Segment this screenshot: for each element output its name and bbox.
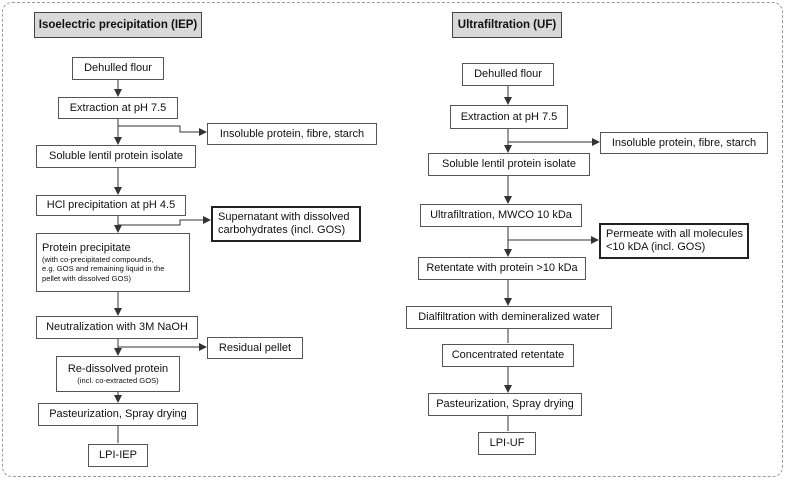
iep-step-extraction: Extraction at pH 7.5 <box>58 97 178 119</box>
uf-side-permeate-line: <10 kDA (incl. GOS) <box>606 241 706 253</box>
iep-step-precipitate-note: e.g. GOS and remaining liquid in the <box>42 264 165 274</box>
iep-step-pasteurization: Pasteurization, Spray drying <box>38 403 198 426</box>
iep-side-insoluble-label: Insoluble protein, fibre, starch <box>219 127 365 140</box>
iep-step-soluble-label: Soluble lentil protein isolate <box>49 150 183 162</box>
uf-step-flour-label: Dehulled flour <box>474 68 542 80</box>
iep-side-supernatant-line: carbohydrates (incl. GOS) <box>218 224 346 236</box>
uf-side-insoluble: Insoluble protein, fibre, starch <box>600 132 768 154</box>
iep-step-hcl: HCl precipitation at pH 4.5 <box>36 195 186 216</box>
uf-header-label: Ultrafiltration (UF) <box>457 19 557 31</box>
iep-step-precipitate-note: pellet with dissolved GOS) <box>42 273 132 283</box>
uf-side-insoluble-label: Insoluble protein, fibre, starch <box>611 136 757 149</box>
uf-step-concentrated: Concentrated retentate <box>442 344 574 367</box>
uf-step-flour: Dehulled flour <box>462 63 554 86</box>
uf-step-ultrafiltration: Ultrafiltration, MWCO 10 kDa <box>420 204 582 227</box>
uf-side-permeate: Permeate with all molecules <10 kDA (inc… <box>599 223 749 259</box>
uf-step-extraction: Extraction at pH 7.5 <box>450 105 568 129</box>
uf-product-label: LPI-UF <box>489 437 525 449</box>
iep-product: LPI-IEP <box>88 444 148 467</box>
iep-step-precipitate-title: Protein precipitate <box>42 241 131 254</box>
iep-step-redissolved: Re-dissolved protein (incl. co-extracted… <box>56 356 180 392</box>
uf-step-dialfiltration: Dialfiltration with demineralized water <box>406 306 612 329</box>
diagram-frame <box>2 2 783 477</box>
uf-step-pasteurization: Pasteurization, Spray drying <box>428 393 582 416</box>
iep-header-label: Isoelectric precipitation (IEP) <box>38 19 198 31</box>
iep-step-precipitate: Protein precipitate (with co-precipitate… <box>36 233 190 292</box>
uf-side-permeate-line: Permeate with all molecules <box>606 228 743 240</box>
iep-step-hcl-label: HCl precipitation at pH 4.5 <box>46 199 176 211</box>
iep-side-residual-label: Residual pellet <box>218 341 292 354</box>
iep-product-label: LPI-IEP <box>99 449 137 461</box>
uf-step-soluble: Soluble lentil protein isolate <box>428 153 590 176</box>
uf-step-extraction-label: Extraction at pH 7.5 <box>460 110 558 123</box>
uf-step-pasteurization-label: Pasteurization, Spray drying <box>436 398 574 410</box>
iep-step-extraction-label: Extraction at pH 7.5 <box>69 101 167 114</box>
iep-side-insoluble: Insoluble protein, fibre, starch <box>207 123 377 145</box>
iep-step-precipitate-note: (with co-precipitated compounds, <box>42 254 154 264</box>
uf-step-ultrafiltration-label: Ultrafiltration, MWCO 10 kDa <box>430 209 572 221</box>
iep-side-residual: Residual pellet <box>207 337 303 359</box>
iep-step-neutralization: Neutralization with 3M NaOH <box>36 316 198 339</box>
uf-header: Ultrafiltration (UF) <box>452 12 562 38</box>
uf-step-concentrated-label: Concentrated retentate <box>451 349 565 361</box>
uf-step-retentate-label: Retentate with protein >10 kDa <box>426 262 578 274</box>
iep-step-redissolved-title: Re-dissolved protein <box>67 362 169 375</box>
uf-step-dialfiltration-label: Dialfiltration with demineralized water <box>418 311 600 323</box>
iep-step-redissolved-note: (incl. co-extracted GOS) <box>77 375 159 385</box>
iep-step-flour: Dehulled flour <box>72 57 164 80</box>
iep-header: Isoelectric precipitation (IEP) <box>34 12 202 38</box>
iep-side-supernatant-line: Supernatant with dissolved <box>218 211 350 223</box>
uf-product: LPI-UF <box>478 432 536 455</box>
uf-step-soluble-label: Soluble lentil protein isolate <box>442 158 576 170</box>
iep-step-pasteurization-label: Pasteurization, Spray drying <box>49 408 187 420</box>
iep-step-flour-label: Dehulled flour <box>84 62 152 74</box>
iep-side-supernatant: Supernatant with dissolved carbohydrates… <box>211 206 361 242</box>
iep-step-soluble: Soluble lentil protein isolate <box>36 145 196 168</box>
iep-step-neutralization-label: Neutralization with 3M NaOH <box>46 321 188 333</box>
uf-step-retentate: Retentate with protein >10 kDa <box>418 257 586 280</box>
